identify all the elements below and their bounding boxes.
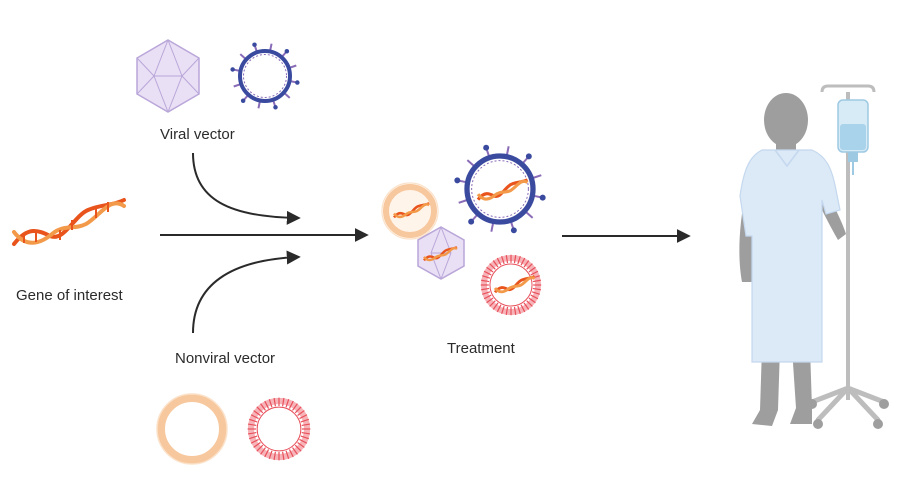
arrow-icon xyxy=(192,152,301,225)
nonviral-vector-label: Nonviral vector xyxy=(175,350,276,367)
arrow-icon xyxy=(192,250,301,334)
lipid-nanoparticle-icon xyxy=(247,397,311,461)
patient-icon xyxy=(739,93,846,426)
gene-of-interest-label: Gene of interest xyxy=(16,287,123,304)
dna-helix-icon xyxy=(12,198,126,246)
liposome-icon xyxy=(381,182,439,240)
dna-helix-icon xyxy=(392,202,430,219)
dna-helix-icon xyxy=(476,178,529,201)
enveloped-virus-icon xyxy=(230,42,300,110)
dna-helix-icon xyxy=(423,246,458,262)
viral-vector-label: Viral vector xyxy=(160,126,235,143)
capsid-icon xyxy=(136,39,200,113)
dna-helix-icon xyxy=(493,275,536,294)
liposome-icon xyxy=(156,393,228,465)
lipid-nanoparticle-icon xyxy=(480,254,542,316)
treatment-label: Treatment xyxy=(447,340,515,357)
capsid-icon xyxy=(417,226,465,280)
iv-stand-icon xyxy=(807,84,889,429)
enveloped-virus-icon xyxy=(454,144,546,234)
